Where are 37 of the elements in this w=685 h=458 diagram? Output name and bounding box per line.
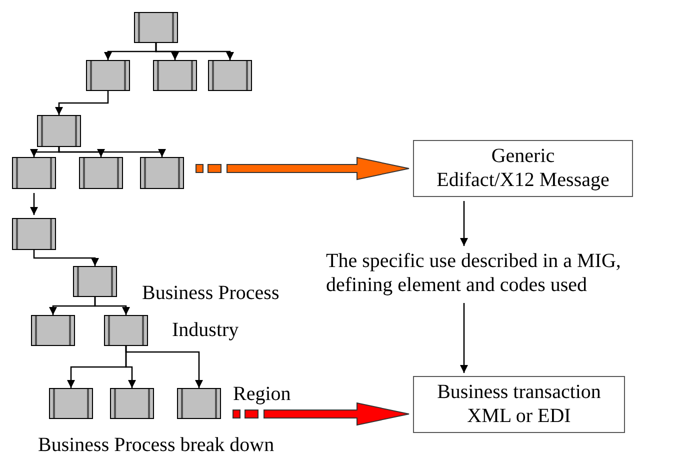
box-text: Business transaction XML or EDI	[436, 380, 602, 428]
arrow	[33, 250, 99, 266]
annotation-text: Industry	[172, 318, 239, 342]
block-arrow	[196, 156, 410, 180]
arrow	[94, 297, 130, 315]
arrow	[460, 201, 468, 246]
process-box	[49, 388, 93, 419]
arrow	[30, 193, 38, 215]
process-box	[12, 218, 56, 250]
process-box	[153, 60, 197, 91]
arrow	[58, 147, 166, 157]
annotation-text: Business Process	[142, 281, 280, 305]
description-text: The specific use described in a MIG, defining element and codes used	[326, 249, 622, 297]
process-box	[110, 388, 154, 419]
arrow	[125, 346, 203, 388]
process-box	[37, 115, 81, 147]
process-box	[86, 60, 130, 91]
process-box	[79, 157, 123, 189]
arrow	[30, 147, 60, 157]
process-box	[177, 388, 221, 419]
arrow	[55, 91, 109, 115]
arrow	[460, 303, 468, 373]
box-text: Generic	[490, 144, 556, 168]
block-arrow	[232, 402, 410, 426]
box-text: Edifact/X12 Message	[436, 168, 610, 192]
process-box	[104, 315, 148, 346]
process-box	[208, 60, 252, 91]
process-box	[73, 266, 117, 297]
process-box	[31, 315, 75, 346]
process-box	[413, 140, 633, 197]
process-box	[413, 376, 625, 433]
arrow	[155, 43, 234, 60]
process-box	[140, 157, 184, 189]
annotation-text: Business Process break down	[38, 433, 274, 457]
annotation-text: Region	[233, 382, 291, 406]
process-box	[134, 12, 178, 43]
process-box	[12, 157, 56, 189]
